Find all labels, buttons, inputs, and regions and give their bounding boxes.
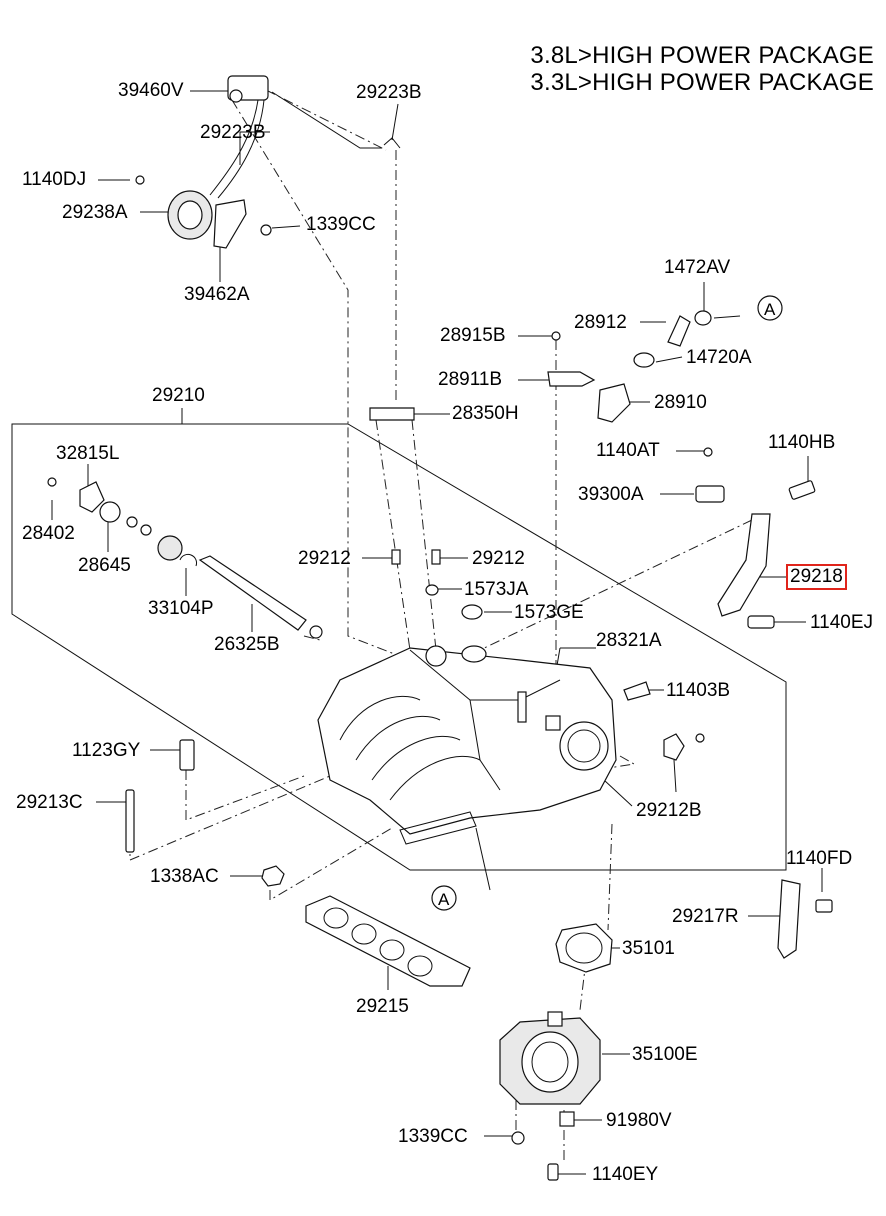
part-label-1140ej[interactable]: 1140EJ — [810, 612, 874, 633]
sensor-28911b — [547, 371, 596, 387]
part-label-32815l[interactable]: 32815L — [56, 443, 120, 464]
part-label-91980v[interactable]: 91980V — [606, 1110, 672, 1131]
part-label-29212-right[interactable]: 29212 — [472, 548, 525, 569]
part-label-14720a[interactable]: 14720A — [686, 347, 752, 368]
part-label-1140at[interactable]: 1140AT — [596, 440, 660, 461]
part-label-39300a[interactable]: 39300A — [578, 484, 644, 505]
part-label-1123gy[interactable]: 1123GY — [72, 740, 141, 761]
part-label-28645[interactable]: 28645 — [78, 555, 131, 576]
part-label-26325b[interactable]: 26325B — [214, 634, 280, 655]
bolt-1123gy — [179, 739, 195, 771]
bolt-29213c — [125, 789, 135, 853]
part-label-1573ja[interactable]: 1573JA — [464, 579, 529, 600]
part-label-1140hb[interactable]: 1140HB — [768, 432, 836, 453]
throttle-opening — [559, 721, 609, 771]
shaft-26325b — [198, 555, 307, 631]
part-label-28402[interactable]: 28402 — [22, 523, 75, 544]
sensor-28910 — [597, 383, 631, 423]
part-label-1140ey[interactable]: 1140EY — [592, 1164, 659, 1185]
marker-a-top — [757, 295, 783, 321]
throttle-body-35100e — [499, 1011, 601, 1105]
bracket-29218 — [717, 513, 771, 617]
part-label-1140fd[interactable]: 1140FD — [786, 848, 853, 869]
part-label-29238a[interactable]: 29238A — [62, 202, 128, 223]
part-label-1140dj[interactable]: 1140DJ — [22, 169, 87, 190]
bracket-29217r — [777, 879, 801, 959]
part-label-1339cc-bottom[interactable]: 1339CC — [398, 1126, 468, 1147]
svg-text:A: A — [438, 890, 450, 909]
part-label-29223b-top[interactable]: 29223B — [356, 82, 422, 103]
part-label-1472av[interactable]: 1472AV — [664, 257, 731, 278]
note-line-1: 3.8L>HIGH POWER PACKAGE — [530, 42, 874, 69]
part-label-29212b[interactable]: 29212B — [636, 800, 702, 821]
plate-32815l — [79, 481, 105, 513]
part-label-1573ge[interactable]: 1573GE — [514, 602, 584, 623]
part-label-28911b[interactable]: 28911B — [438, 369, 503, 390]
part-label-28321a[interactable]: 28321A — [596, 630, 662, 651]
part-label-29213c[interactable]: 29213C — [16, 792, 83, 813]
part-label-29217r[interactable]: 29217R — [672, 906, 739, 927]
part-label-33104p[interactable]: 33104P — [148, 598, 214, 619]
svg-text:A: A — [764, 300, 776, 319]
part-label-29218-highlighted[interactable]: 29218 — [786, 564, 847, 590]
part-label-28915b[interactable]: 28915B — [440, 325, 506, 346]
group-boundary-29210 — [11, 423, 787, 871]
nut-1338ac — [261, 865, 285, 887]
part-label-1339cc-top[interactable]: 1339CC — [306, 214, 376, 235]
bracket-39462a — [213, 199, 247, 249]
part-label-1338ac[interactable]: 1338AC — [150, 866, 219, 887]
part-label-35100e[interactable]: 35100E — [632, 1044, 698, 1065]
part-label-29212-left[interactable]: 29212 — [298, 548, 351, 569]
gasket-35101 — [555, 923, 613, 973]
part-label-39460v[interactable]: 39460V — [118, 80, 184, 101]
part-label-28912[interactable]: 28912 — [574, 312, 627, 333]
part-label-28350h[interactable]: 28350H — [452, 403, 519, 424]
sensor-39300a — [695, 485, 725, 503]
hose-28912 — [667, 315, 691, 347]
part-label-29215[interactable]: 29215 — [356, 996, 409, 1017]
part-label-11403b[interactable]: 11403B — [666, 680, 731, 701]
gasket-29215 — [305, 895, 471, 987]
intake-manifold-29210 — [317, 645, 617, 845]
part-label-39462a[interactable]: 39462A — [184, 284, 250, 305]
note-line-2: 3.3L>HIGH POWER PACKAGE — [530, 69, 874, 96]
part-label-35101[interactable]: 35101 — [622, 938, 675, 959]
part-label-29223b-mid[interactable]: 29223B — [200, 122, 266, 143]
part-label-29210[interactable]: 29210 — [152, 385, 205, 406]
header-note: 3.8L>HIGH POWER PACKAGE 3.3L>HIGH POWER … — [530, 42, 874, 96]
marker-a-bottom — [431, 885, 457, 911]
part-label-28910[interactable]: 28910 — [654, 392, 707, 413]
